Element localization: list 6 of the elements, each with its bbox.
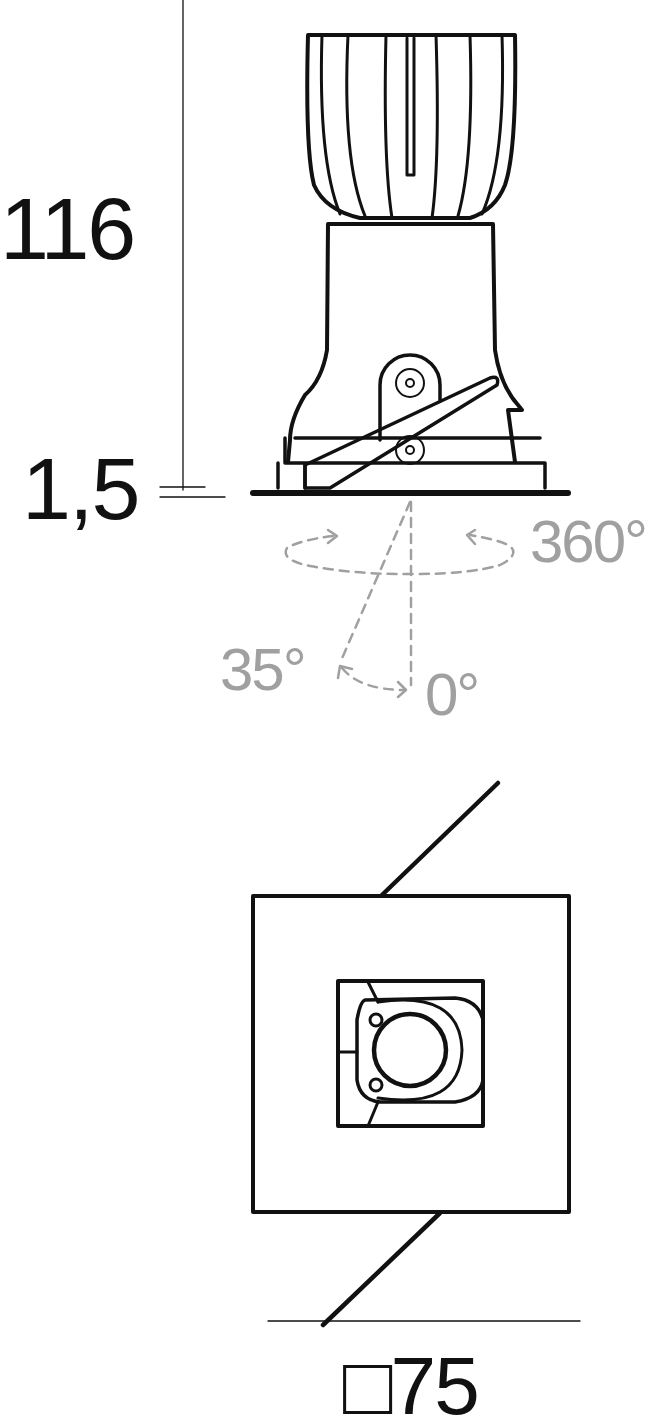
- dimension-value: 116: [0, 185, 135, 273]
- angle-value: 0°: [425, 665, 479, 725]
- dimension-value: 1,5: [22, 445, 139, 533]
- angle-value: 360°: [530, 512, 647, 572]
- angle-value: 35°: [220, 640, 305, 700]
- dimension-value: □75: [343, 1345, 478, 1426]
